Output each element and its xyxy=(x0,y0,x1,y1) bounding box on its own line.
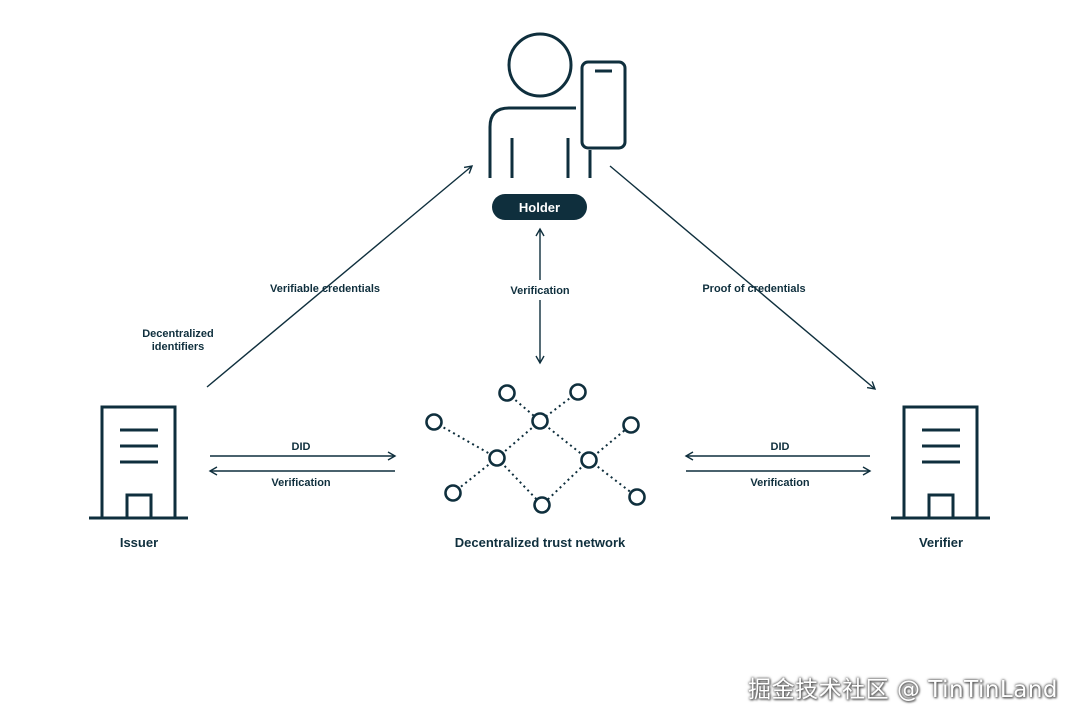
verifier-did-label: DID xyxy=(771,441,790,453)
holder-person-icon xyxy=(488,32,592,178)
proof-of-credentials-label: Proof of credentials xyxy=(702,283,805,295)
network-graph-icon xyxy=(425,383,646,514)
issuer-did-label: DID xyxy=(292,441,311,453)
issuer-building-icon xyxy=(89,405,188,520)
holder-network-verification-label: Verification xyxy=(510,285,570,297)
smartphone-icon xyxy=(580,60,627,150)
decentralized-identifiers-label-line2: identifiers xyxy=(152,341,205,353)
verifier-building-icon xyxy=(891,405,990,520)
issuer-to-holder-arrow xyxy=(206,165,474,388)
issuer-label: Issuer xyxy=(120,535,158,550)
holder-pill: Holder xyxy=(492,194,587,220)
watermark: 掘金技术社区 @ TinTinLand xyxy=(748,677,1058,703)
holder-label: Holder xyxy=(519,200,560,215)
network-label: Decentralized trust network xyxy=(455,535,626,550)
verifier-verification-label: Verification xyxy=(750,477,810,489)
verifiable-credentials-label: Verifiable credentials xyxy=(270,283,380,295)
verifier-label: Verifier xyxy=(919,535,963,550)
decentralized-identifiers-label-line1: Decentralized xyxy=(142,328,214,340)
holder-to-verifier-arrow xyxy=(609,165,877,390)
issuer-verification-label: Verification xyxy=(271,477,331,489)
